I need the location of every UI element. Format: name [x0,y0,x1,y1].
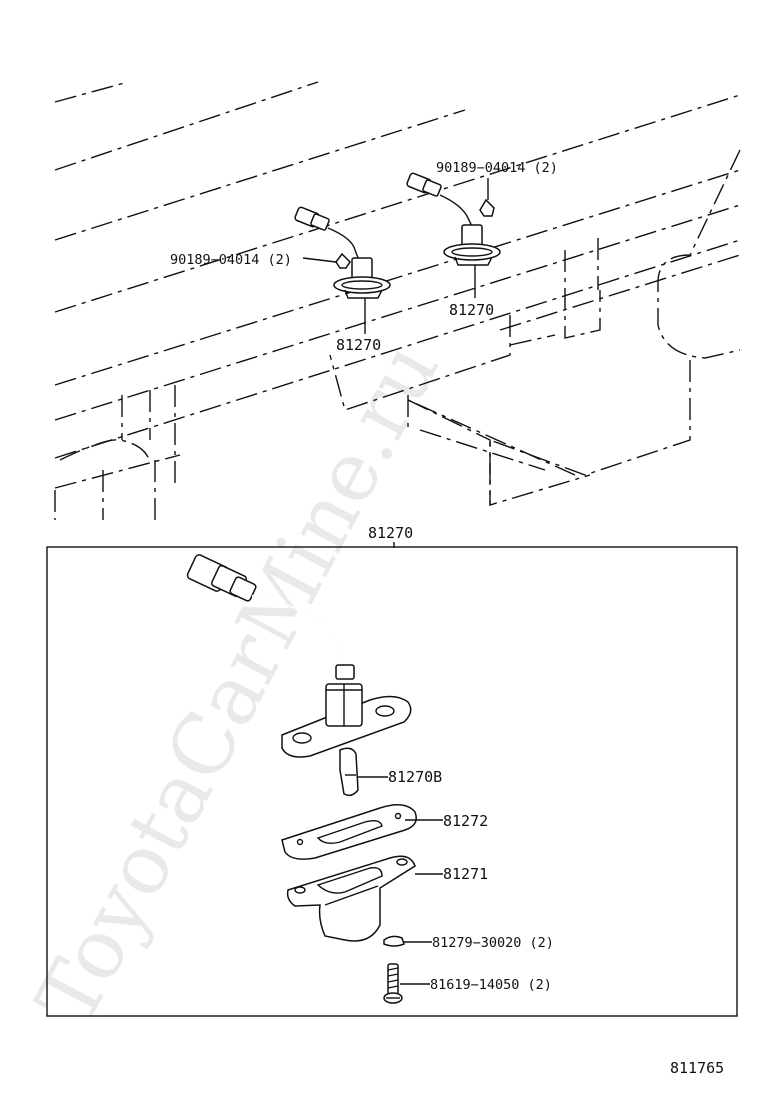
label-lamp-left: 81270 [336,336,381,354]
detail-box [46,546,738,1017]
lamp-assembly-right [406,172,501,266]
label-lens: 81271 [443,865,488,883]
leader-clip-left [302,257,337,263]
label-screw: 81619−14050 (2) [430,977,552,993]
label-bulb: 81270B [388,768,442,786]
box-title: 81270 [368,524,413,542]
label-clip-left: 90189−04014 (2) [170,252,292,268]
lens [286,855,416,942]
washer [383,935,405,947]
figure-number: 811765 [670,1059,724,1077]
bulb [339,747,359,797]
vehicle-body-outline [54,81,741,520]
watermark-text: ToyotaCarMine.ru [19,328,458,1040]
lamp-assembly-left [294,206,391,299]
label-lamp-right: 81270 [449,301,494,319]
gasket [281,804,417,860]
screw [383,963,403,1004]
connector-wire [186,554,355,680]
label-washer: 81279−30020 (2) [432,935,554,951]
label-gasket: 81272 [443,812,488,830]
lamp-housing [281,683,412,758]
label-clip-top: 90189−04014 (2) [436,160,558,176]
